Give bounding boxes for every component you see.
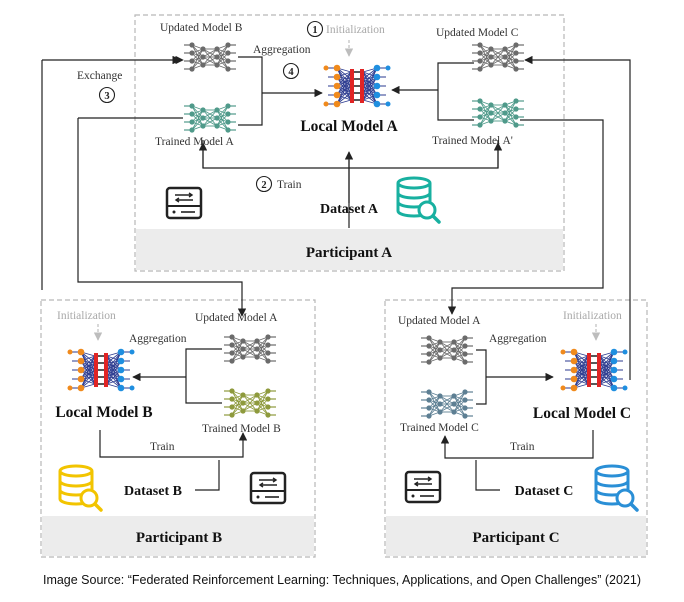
image-source-caption: Image Source: “Federated Reinforcement L… <box>43 573 641 587</box>
c-dataset-label: Dataset C <box>515 484 574 499</box>
a-trained-model-a-right-label: Trained Model A' <box>432 135 513 147</box>
a-initialization-label: Initialization <box>326 24 385 36</box>
storage-drive-icon <box>165 186 203 220</box>
c-initialization-label: Initialization <box>563 310 622 322</box>
a-exchange-label: Exchange <box>77 70 122 82</box>
exchange-a-to-b <box>77 118 247 317</box>
b-local-model-neural-network-icon <box>67 348 135 392</box>
exchange-c-to-a <box>524 55 631 380</box>
c-updated-model-label: Updated Model A <box>398 315 481 327</box>
step-2-number: 2 <box>261 180 266 191</box>
arrows <box>41 55 631 491</box>
c-trained-model-neural-network-icon <box>421 389 473 419</box>
database-search-icon <box>594 464 639 512</box>
database-search-icon <box>396 176 441 224</box>
c-merge-line <box>476 349 487 405</box>
c-train-arrow <box>440 430 594 459</box>
b-updated-model-label: Updated Model A <box>195 312 278 324</box>
storage-drive-icon <box>249 471 287 505</box>
step-2-badge: 2 <box>255 175 273 193</box>
b-local-model-label: Local Model B <box>55 404 152 421</box>
b-train-label: Train <box>150 441 175 453</box>
a-updated-model-c-label: Updated Model C <box>436 27 519 39</box>
participant-c-panel <box>384 299 648 558</box>
a-updated-model-c-neural-network-icon <box>472 42 524 72</box>
b-train-arrow <box>99 430 248 458</box>
step-1-number: 1 <box>312 25 317 36</box>
step-3-number: 3 <box>104 91 109 102</box>
b-trained-model-neural-network-icon <box>224 388 276 418</box>
b-trained-model-label: Trained Model B <box>202 423 281 435</box>
a-participant-label: Participant A <box>306 245 392 261</box>
network-icons <box>67 42 628 419</box>
a-dataset-label: Dataset A <box>320 202 379 217</box>
c-train-label: Train <box>510 441 535 453</box>
b-dataset-to-train-line <box>195 460 220 491</box>
a-local-model-label: Local Model A <box>300 118 398 135</box>
b-participant-label: Participant B <box>136 530 222 546</box>
exchange-a-to-c <box>447 119 604 315</box>
step-3-badge: 3 <box>98 86 116 104</box>
a-right-merge-line <box>437 62 474 121</box>
c-aggregation-label: Aggregation <box>489 333 547 345</box>
a-updated-model-b-label: Updated Model B <box>160 22 243 34</box>
a-trained-model-a-left-label: Trained Model A <box>155 136 234 148</box>
c-participant-label: Participant C <box>472 530 559 546</box>
b-initialization-label: Initialization <box>57 310 116 322</box>
b-updated-model-neural-network-icon <box>224 334 276 364</box>
a-train-label: Train <box>277 179 302 191</box>
c-updated-model-neural-network-icon <box>421 335 473 365</box>
c-local-model-label: Local Model C <box>533 405 631 422</box>
step-1-badge: 1 <box>306 20 324 38</box>
b-merge-line <box>185 348 222 404</box>
database-search-icon <box>58 464 103 512</box>
b-dataset-label: Dataset B <box>124 484 182 499</box>
step-4-badge: 4 <box>282 62 300 80</box>
a-trained-model-a-neural-network-icon <box>184 103 236 133</box>
c-dataset-to-train-line <box>475 460 500 491</box>
b-aggregation-label: Aggregation <box>129 333 187 345</box>
participant-b-panel <box>40 299 316 558</box>
a-local-model-neural-network-icon <box>323 64 391 108</box>
a-updated-model-b-neural-network-icon <box>184 42 236 72</box>
storage-drive-icon <box>404 470 442 504</box>
a-trained-model-a-prime-neural-network-icon <box>472 98 524 128</box>
a-left-merge-line <box>238 56 263 126</box>
a-aggregation-label: Aggregation <box>253 44 311 56</box>
c-local-model-neural-network-icon <box>560 348 628 392</box>
participant-a-panel <box>134 14 565 272</box>
initialization-arrows <box>93 40 601 341</box>
step-4-number: 4 <box>288 67 294 78</box>
c-trained-model-label: Trained Model C <box>400 422 479 434</box>
